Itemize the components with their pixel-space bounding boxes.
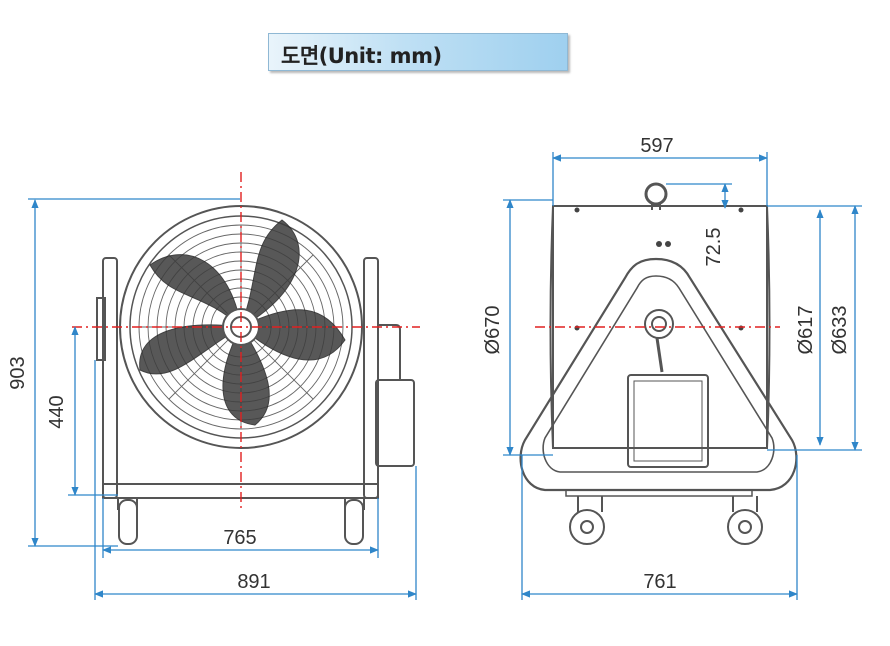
motor-boss-core: [651, 316, 667, 332]
motor-boss: [644, 309, 674, 339]
dim-frame-width: 765: [223, 527, 256, 549]
dim-mid-diameter: Ø633: [829, 306, 851, 355]
side-dimensions: [503, 152, 862, 600]
dim-overall-height: 903: [7, 356, 29, 389]
side-casters: [569, 496, 763, 545]
side-cable: [655, 337, 664, 373]
base-plate: [565, 489, 753, 497]
lifting-ring: [644, 182, 668, 206]
dim-top-width: 597: [640, 135, 673, 157]
control-box: [375, 379, 415, 467]
title-bar: 도면(Unit: mm): [268, 33, 568, 71]
switch-box-panel: [633, 380, 703, 462]
dim-ring-offset: 72.5: [703, 228, 725, 267]
front-dimensions: [28, 198, 417, 600]
fan-blades: [139, 219, 346, 426]
dim-base-width: 761: [643, 571, 676, 593]
left-post: [102, 257, 118, 499]
front-view: [96, 205, 415, 545]
page-title: 도면(Unit: mm): [281, 44, 442, 68]
side-view: [519, 182, 798, 545]
dim-inner-diameter: Ø617: [795, 306, 817, 355]
switch-box: [627, 374, 709, 468]
front-casters: [117, 498, 365, 545]
left-pivot-knob: [96, 297, 106, 361]
dim-overall-width: 891: [237, 571, 270, 593]
dim-outer-diameter: Ø670: [482, 306, 504, 355]
power-cable: [378, 324, 401, 380]
triangle-stand-inner: [542, 275, 775, 473]
front-center-lines: [72, 172, 420, 510]
dim-axis-height: 440: [46, 395, 68, 428]
